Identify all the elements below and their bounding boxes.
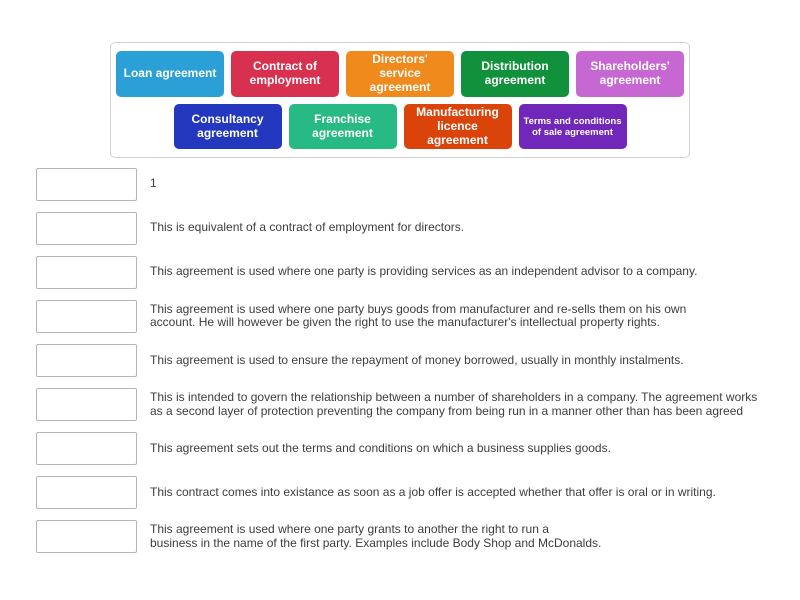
word-bank-row-1: Loan agreement Contract of employment Di… <box>116 51 684 97</box>
match-row: This is equivalent of a contract of empl… <box>36 206 792 250</box>
clue-text: This agreement is used where one party b… <box>150 301 687 330</box>
match-row: 1 <box>36 162 792 206</box>
chip-franchise-agreement[interactable]: Franchise agreement <box>288 103 397 150</box>
match-row: This agreement is used where one party i… <box>36 250 792 294</box>
chip-distribution-agreement[interactable]: Distribution agreement <box>461 51 569 97</box>
match-row: This contract comes into existance as so… <box>36 471 792 515</box>
chip-terms-and-conditions-of-sale-agreement[interactable]: Terms and conditions of sale agreement <box>518 103 627 150</box>
clue-text: This agreement sets out the terms and co… <box>150 440 611 455</box>
clue-text: This is equivalent of a contract of empl… <box>150 220 465 235</box>
chip-consultancy-agreement[interactable]: Consultancy agreement <box>173 103 282 150</box>
clue-text: This agreement is used where one party i… <box>150 264 698 279</box>
answer-slot-3[interactable] <box>36 255 137 289</box>
word-bank-row-2: Consultancy agreement Franchise agreemen… <box>116 103 684 150</box>
chip-manufacturing-licence-agreement[interactable]: Manufacturing licence agreement <box>403 103 512 150</box>
answer-slot-9[interactable] <box>36 520 137 554</box>
answer-slot-8[interactable] <box>36 476 137 510</box>
answer-slot-1[interactable] <box>36 167 137 201</box>
chip-directors-service-agreement[interactable]: Directors' service agreement <box>346 51 454 97</box>
clue-text: This agreement is used where one party g… <box>150 522 602 550</box>
answer-slot-2[interactable] <box>36 211 137 245</box>
match-row: This agreement is used where one party g… <box>36 515 792 559</box>
clue-text: This contract comes into existance as so… <box>150 484 716 499</box>
chip-loan-agreement[interactable]: Loan agreement <box>116 51 224 97</box>
clue-text: 1 <box>150 176 157 191</box>
answer-slot-6[interactable] <box>36 388 137 422</box>
match-row: This agreement is used to ensure the rep… <box>36 338 792 382</box>
word-bank: Loan agreement Contract of employment Di… <box>110 42 690 159</box>
answer-slot-7[interactable] <box>36 432 137 466</box>
clue-text: This is intended to govern the relations… <box>150 390 758 418</box>
match-row: This is intended to govern the relations… <box>36 382 792 426</box>
match-row: This agreement is used where one party b… <box>36 294 792 338</box>
chip-shareholders-agreement[interactable]: Shareholders' agreement <box>576 51 684 97</box>
match-row: This agreement sets out the terms and co… <box>36 427 792 471</box>
match-rows: 1 This is equivalent of a contract of em… <box>36 162 792 559</box>
answer-slot-5[interactable] <box>36 343 137 377</box>
chip-contract-of-employment[interactable]: Contract of employment <box>231 51 339 97</box>
clue-text: This agreement is used to ensure the rep… <box>150 352 684 367</box>
answer-slot-4[interactable] <box>36 299 137 333</box>
